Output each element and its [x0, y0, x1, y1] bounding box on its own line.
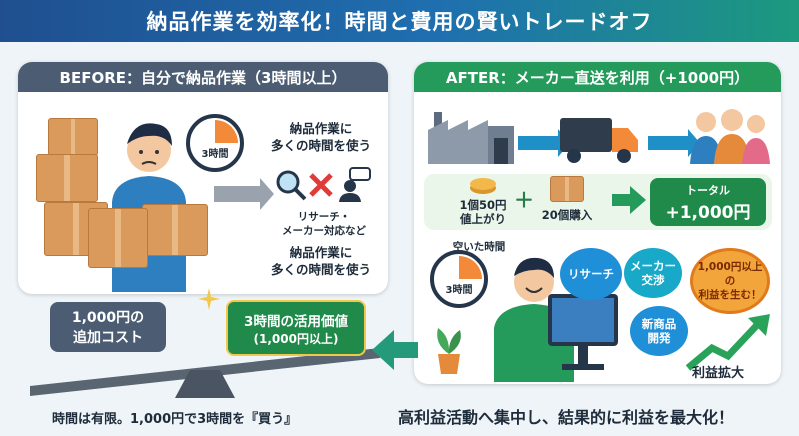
research-label: リサーチ・メーカー対応など [282, 211, 366, 237]
time-value-box: 3時間の活用価値(1,000円以上) [226, 300, 366, 356]
total-badge: トータル +1,000円 [650, 178, 766, 226]
factory-icon [428, 112, 514, 164]
before-text-2: 納品作業に多くの時間を使う [270, 245, 371, 277]
box-icon [36, 154, 98, 202]
arrow-right-icon [648, 129, 700, 157]
computer-monitor-icon [548, 294, 618, 370]
sparkle-icon [198, 288, 220, 310]
bubble-maker: メーカー交渉 [624, 248, 682, 298]
arrow-right-icon [612, 186, 646, 214]
total-label: トータル [686, 183, 730, 197]
clock-label: 3時間 [201, 149, 229, 160]
plus-sign: ＋ [514, 188, 534, 212]
footer-left-text: 時間は有限。1,000円で3時間を『買う』 [52, 412, 298, 427]
search-icon [276, 170, 307, 201]
contact-person-icon [339, 167, 371, 202]
clock-icon: 3時間 [430, 250, 488, 308]
cross-icon [309, 173, 333, 197]
after-title: AFTER：メーカー直送を利用（+1000円） [414, 62, 781, 92]
arrow-right-icon [214, 178, 274, 210]
clock-icon: 3時間 [186, 114, 244, 172]
customers-icon [690, 109, 770, 164]
arrow-left-icon [372, 330, 418, 370]
bubble-research: リサーチ [560, 248, 622, 300]
plant-icon [437, 328, 461, 374]
box-icon [48, 118, 98, 156]
truck-icon [560, 118, 638, 163]
bubble-new-product: 新商品開発 [630, 306, 688, 356]
page-title: 納品作業を効率化！時間と費用の賢いトレードオフ [146, 10, 653, 34]
profit-growth-label: 利益拡大 [692, 366, 745, 381]
before-title: BEFORE：自分で納品作業（3時間以上） [18, 62, 388, 92]
clock-label: 3時間 [445, 285, 473, 296]
box-icon [88, 208, 148, 268]
before-panel: BEFORE：自分で納品作業（3時間以上） 3時間 納品作業に多くの時間を使う … [18, 62, 388, 294]
header-banner: 納品作業を効率化！時間と費用の賢いトレードオフ [0, 0, 799, 42]
footer-right-text: 高利益活動へ集中し、結果的に利益を最大化！ [398, 408, 735, 427]
extra-cost-box: 1,000円の追加コスト [50, 302, 166, 352]
bubble-profit: 1,000円以上の利益を生む！ [690, 248, 770, 314]
cost-label: 1個50円値上がり [459, 198, 507, 226]
quantity-label: 20個購入 [541, 208, 593, 222]
total-value: +1,000円 [665, 202, 751, 223]
before-text-1: 納品作業に多くの時間を使う [270, 121, 371, 153]
box-icon [142, 204, 208, 256]
coin-icon [470, 178, 496, 194]
balance-scale [30, 348, 380, 398]
box-icon [550, 176, 584, 202]
arrow-right-icon [518, 129, 570, 157]
after-panel: AFTER：メーカー直送を利用（+1000円） 1個50円値上がり ＋ 20個購… [414, 62, 781, 384]
growth-arrow-icon [685, 314, 770, 371]
